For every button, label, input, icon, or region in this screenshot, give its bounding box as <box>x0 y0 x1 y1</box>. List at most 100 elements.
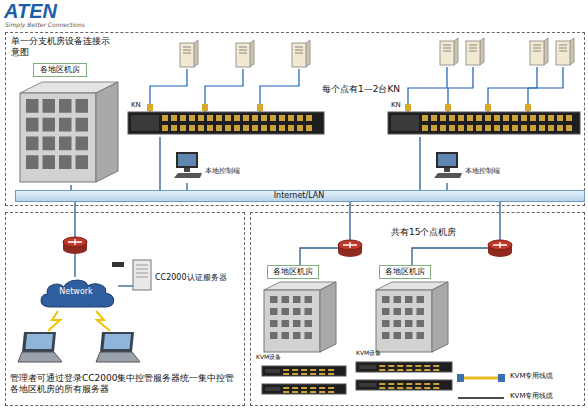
rack-port <box>512 125 518 131</box>
region-title: 单一分支机房设备连接示意图 <box>11 36 111 58</box>
rack-port <box>243 125 249 131</box>
server-cable <box>260 69 299 112</box>
server-tower <box>440 38 458 65</box>
building-window <box>270 308 278 315</box>
local-console: 本地控制端 <box>433 151 533 183</box>
rack-port <box>388 365 394 367</box>
local-console: 本地控制端 <box>173 151 273 183</box>
rack-port <box>270 115 276 121</box>
server-slot <box>183 50 191 51</box>
server-side <box>544 38 548 65</box>
auth-server: CC2000认证服务器 <box>133 259 235 295</box>
building-front <box>20 93 96 182</box>
server-slot <box>533 51 541 52</box>
building-window <box>59 118 72 132</box>
console-monitor <box>434 152 462 178</box>
rack-port <box>216 115 222 121</box>
room-label: 各地区机房 <box>33 63 87 77</box>
kvm-rack <box>388 112 580 134</box>
building-front <box>264 290 320 352</box>
rack-port <box>449 115 455 121</box>
rack-port <box>292 373 298 375</box>
rack-port <box>379 365 385 367</box>
rack-port <box>530 115 536 121</box>
rack-port <box>503 125 509 131</box>
building-illustration <box>264 282 336 352</box>
rack-port <box>319 369 325 371</box>
rack-port <box>319 373 325 375</box>
server-slot <box>239 47 247 48</box>
server-tower <box>530 38 548 65</box>
server-slot <box>295 50 303 51</box>
rack-port <box>288 125 294 131</box>
rack-port <box>433 387 439 389</box>
rack-port <box>297 115 303 121</box>
kvm-rack <box>262 366 346 376</box>
rack-port <box>397 365 403 367</box>
building-window <box>282 296 290 303</box>
rack-port <box>279 125 285 131</box>
rack-port <box>189 125 195 131</box>
server-slot <box>443 51 451 52</box>
server-front <box>236 43 250 67</box>
rack-port <box>431 115 437 121</box>
rack-port <box>225 125 231 131</box>
building-window <box>417 296 425 303</box>
rack-port <box>388 383 394 385</box>
room-label: 各地区机房 <box>267 265 319 279</box>
bar-label: Internet/LAN <box>16 191 582 201</box>
server-front <box>440 41 454 65</box>
network-link <box>186 183 187 190</box>
branch-region: 单一分支机房设备连接示意图各地区机房KNKN本地控制端本地控制端Internet… <box>5 32 585 206</box>
rack-port <box>557 115 563 121</box>
building-window <box>405 296 413 303</box>
laptop-base <box>96 352 140 362</box>
server-slot <box>443 48 451 49</box>
router-top <box>63 237 87 247</box>
server-tower <box>556 38 574 65</box>
rack-port <box>406 369 412 371</box>
rack-port <box>467 125 473 131</box>
server-front <box>180 43 194 67</box>
building-window <box>293 296 301 303</box>
cable-connector <box>257 104 263 111</box>
rack-body <box>128 112 324 134</box>
server-slot <box>443 45 451 46</box>
console-keyboard <box>434 173 462 178</box>
rack-port <box>397 383 403 385</box>
rack-port <box>415 365 421 367</box>
rack-port <box>252 125 258 131</box>
server-front <box>556 41 570 65</box>
rack-port <box>494 125 500 131</box>
monitor-screen <box>438 154 456 166</box>
building-window <box>417 332 425 339</box>
server-tower <box>292 40 310 67</box>
building-window <box>282 320 290 327</box>
cable-sample <box>458 397 504 399</box>
laptop-icon <box>18 332 62 362</box>
rack-port <box>566 125 572 131</box>
building-front <box>376 290 432 352</box>
building-window <box>270 320 278 327</box>
rack-port <box>406 365 412 367</box>
rack-body <box>262 384 346 394</box>
building-window <box>394 308 402 315</box>
legend-sample <box>456 392 506 404</box>
server-slot <box>469 48 477 49</box>
monitor-frame <box>436 152 458 168</box>
building-window <box>59 99 72 113</box>
wireless-bolt <box>96 311 110 331</box>
server-side <box>454 38 458 65</box>
rack-port <box>440 125 446 131</box>
rack-port <box>310 369 316 371</box>
kvm-rack <box>356 362 452 372</box>
rack-port <box>261 115 267 121</box>
building-window <box>26 137 39 151</box>
rack-port <box>162 125 168 131</box>
rack-port <box>397 369 403 371</box>
brand-logo: ATEN <box>4 0 57 23</box>
rack-panel <box>131 115 159 131</box>
building-window <box>270 332 278 339</box>
